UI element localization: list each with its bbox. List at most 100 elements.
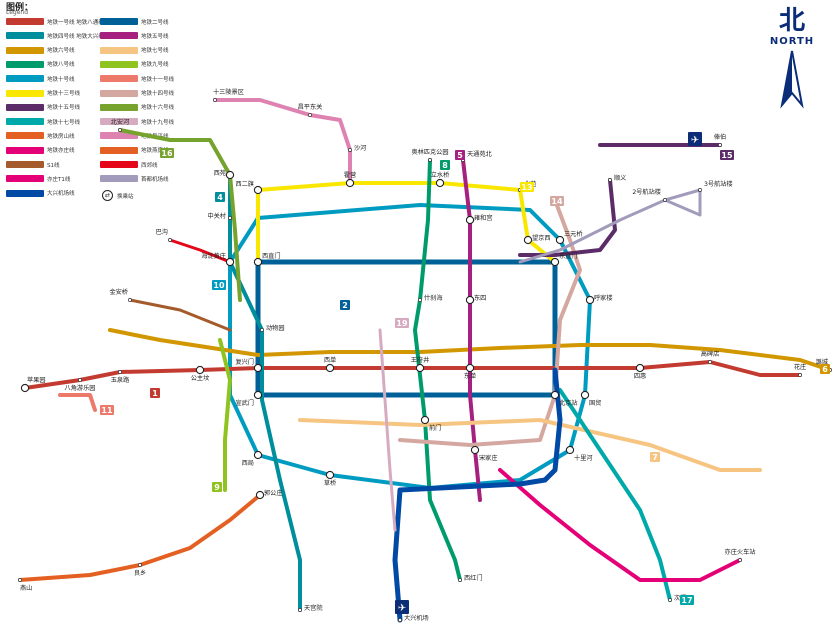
legend-swatch	[6, 75, 44, 83]
station-dot	[718, 143, 722, 147]
legend-swatch	[100, 46, 138, 54]
station-label: 霍营	[344, 171, 356, 179]
legend-label: 地铁一号线 地铁八通线	[47, 19, 104, 26]
legend-item: 地铁十五号线	[6, 103, 80, 112]
transfer-station-icon	[435, 178, 445, 188]
station-dot	[708, 360, 712, 364]
station-label: 燕山	[20, 584, 32, 592]
transfer-icon: ⇄	[102, 190, 113, 201]
station-label: 复兴门	[235, 358, 254, 366]
transfer-station-icon	[195, 365, 205, 375]
station-dot	[298, 608, 302, 612]
station-dot	[228, 216, 232, 220]
line-badge-text: 16	[161, 149, 173, 158]
legend-label: 地铁十三号线	[47, 91, 81, 97]
line-badge-text: 8	[442, 161, 448, 170]
transfer-station-icon	[225, 170, 235, 180]
station-label: 俸伯	[714, 133, 726, 141]
legend-label: 地铁十六号线	[141, 105, 175, 112]
station-dot	[698, 188, 702, 192]
station-label: 东四	[474, 294, 486, 302]
transfer-station-icon	[325, 470, 335, 480]
line-badge	[820, 364, 830, 374]
station-label: 呼家楼	[594, 294, 613, 302]
legend-item: 地铁十四号线	[100, 89, 174, 98]
station-label: 2号航站楼	[632, 188, 661, 196]
legend-item: 大兴机场线	[6, 189, 75, 198]
legend-label: 地铁十四号线	[141, 91, 175, 97]
legend-swatch	[100, 118, 138, 126]
legend-label: 地铁燕房线	[141, 148, 169, 155]
legend-swatch	[100, 103, 138, 111]
station-label: 东单	[464, 372, 476, 380]
station-label: 西直门	[262, 252, 281, 260]
station-label: 亦庄火车站	[725, 548, 756, 556]
transfer-station-icon	[465, 363, 475, 373]
station-label: 望京西	[532, 234, 551, 242]
transfer-station-icon	[580, 390, 590, 400]
station-label: 雍和宫	[474, 214, 493, 222]
line-badge	[212, 482, 222, 492]
station-label: 花庄	[794, 363, 806, 371]
line-17-path	[558, 388, 672, 602]
station-label: 中关村	[207, 212, 226, 220]
legend-item: 地铁十一号线	[100, 74, 174, 83]
line-badge-text: 11	[101, 406, 113, 415]
station-label: 西红门	[464, 574, 483, 582]
north-compass: 北 NORTH	[752, 6, 832, 116]
legend-label: 西郊线	[141, 162, 158, 169]
line-2-path	[255, 259, 558, 398]
legend-item: 西郊线	[100, 160, 158, 169]
legend-swatch	[100, 75, 138, 83]
legend-label: 首都机场线	[141, 176, 169, 183]
station-label: 八角游乐园	[65, 384, 96, 392]
legend-item: 地铁一号线 地铁八通线	[6, 17, 104, 26]
station-dot	[663, 198, 667, 202]
station-label: 海淀黄庄	[201, 252, 226, 260]
station-label: 高碑店	[701, 350, 720, 358]
line-badge	[720, 150, 734, 160]
line-badge-text: 6	[822, 365, 828, 374]
station-label: 西苑	[214, 169, 226, 177]
legend-item: 地铁八号线	[6, 60, 75, 69]
legend-label: 地铁亦庄线	[47, 148, 75, 155]
station-label: 三元桥	[564, 230, 583, 238]
legend-label: S1线	[47, 162, 60, 169]
station-label: 北安河	[111, 118, 130, 126]
legend-swatch	[100, 146, 138, 154]
legend-item: 亦庄T1线	[6, 174, 70, 183]
line-badge-text: 13	[521, 183, 532, 192]
station-label: 沙河	[354, 144, 366, 152]
transfer-station-icon	[255, 490, 265, 500]
station-label: 四惠	[634, 372, 646, 380]
transfer-station-icon	[523, 235, 533, 245]
legend-swatch	[100, 60, 138, 68]
legend-item: 地铁二号线	[100, 17, 169, 26]
station-label: 西单	[324, 356, 336, 364]
station-label: 王府井	[411, 356, 430, 364]
station-label: 3号航站楼	[704, 180, 733, 188]
legend-subtitle: Legend	[6, 9, 29, 16]
legend-swatch	[6, 46, 44, 54]
station-dot	[428, 158, 432, 162]
legend-item: 地铁十三号线	[6, 89, 80, 98]
line-19-path	[378, 328, 397, 532]
station-label: 良乡	[134, 569, 146, 577]
transfer-station-icon	[465, 295, 475, 305]
station-label: 奥林匹克公园	[411, 148, 448, 156]
line-fangshan-path	[18, 493, 262, 582]
line-badge	[440, 160, 450, 170]
legend-swatch	[6, 132, 44, 140]
legend-item: 地铁十号线	[6, 74, 75, 83]
station-label: 前门	[429, 424, 441, 432]
legend-title: 图例：	[6, 3, 34, 13]
station-dot	[118, 370, 122, 374]
station-label: 动物园	[266, 324, 285, 332]
legend-label: 地铁八号线	[47, 62, 75, 69]
legend-swatch	[6, 118, 44, 126]
line-13-path	[256, 181, 557, 264]
legend-swatch	[100, 161, 138, 168]
transfer-station-icon	[635, 363, 645, 373]
legend-label: 地铁四号线 地铁大兴线	[47, 33, 104, 40]
station-label: 潞城	[816, 358, 828, 366]
